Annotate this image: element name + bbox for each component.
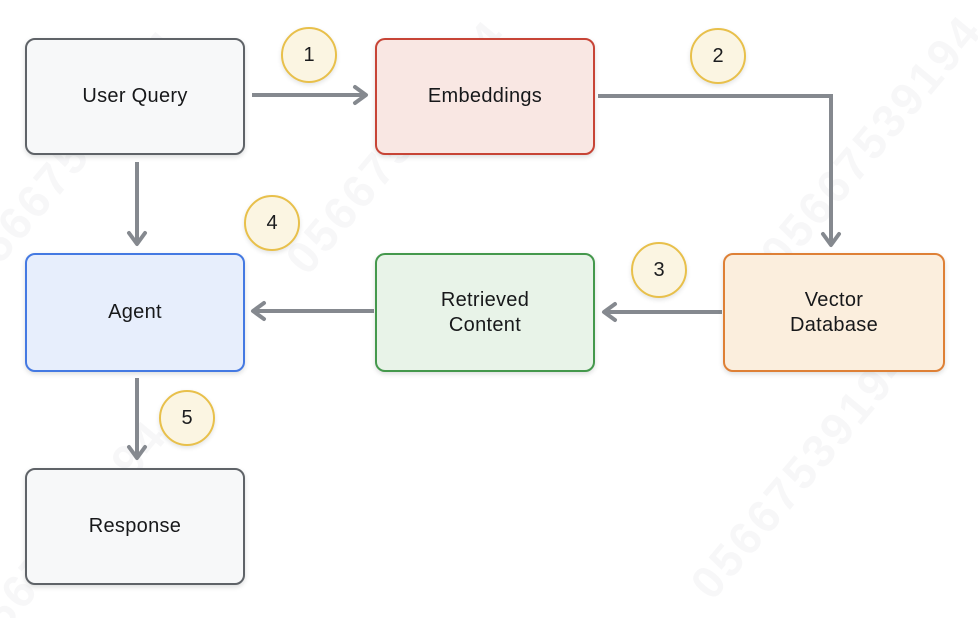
node-vector-database: Vector Database [723,253,945,372]
step-badge-3: 3 [631,242,687,298]
arrow-embeddings-to-vector-database [598,94,841,247]
node-label-vector-database: Vector Database [789,288,878,336]
node-user-query: User Query [25,38,245,155]
node-label-agent: Agent [108,301,162,323]
step-number-5: 5 [181,406,193,429]
step-number-4: 4 [266,211,278,234]
step-badge-5: 5 [159,390,215,446]
step-number-3: 3 [653,258,665,281]
node-embeddings: Embeddings [375,38,595,155]
node-label-user-query: User Query [82,85,188,107]
node-response: Response [25,468,245,585]
node-label-embeddings: Embeddings [427,85,543,107]
step-badge-4: 4 [244,195,300,251]
node-retrieved-content: Retrieved Content [375,253,595,372]
step-badge-1: 1 [281,27,337,83]
step-badge-2: 2 [690,28,746,84]
node-agent: Agent [25,253,245,372]
step-number-1: 1 [303,43,315,66]
step-number-2: 2 [712,44,724,67]
node-label-retrieved-content: Retrieved Content [440,288,530,336]
node-label-response: Response [88,515,182,537]
